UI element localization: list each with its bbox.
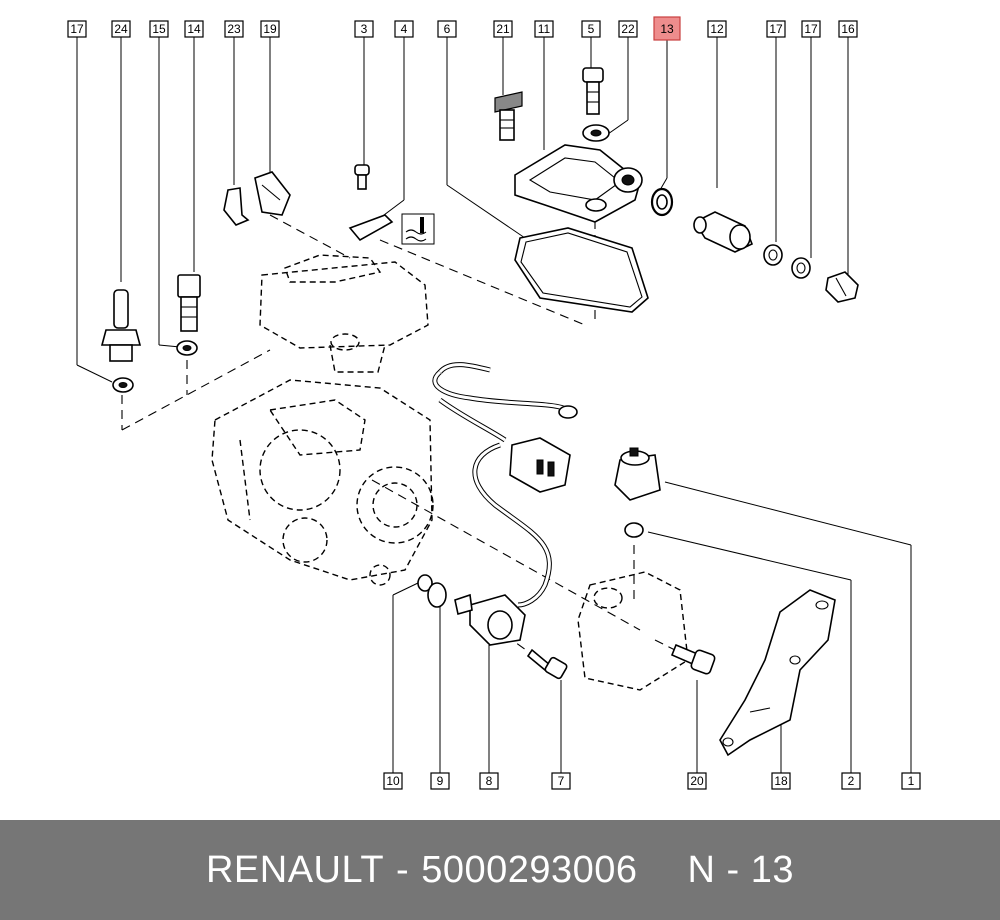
ghost-bracket [577, 571, 689, 691]
gasket [514, 227, 649, 313]
callout-12: 12 [707, 20, 727, 38]
leader-lines [76, 37, 912, 773]
callout-10: 10 [383, 772, 403, 790]
position-sensor [454, 593, 526, 646]
svg-text:17: 17 [70, 22, 84, 36]
svg-text:17: 17 [804, 22, 818, 36]
callout-23: 23 [224, 20, 244, 38]
svg-text:19: 19 [263, 22, 277, 36]
screw [582, 67, 610, 142]
washer [763, 244, 783, 266]
plug [825, 271, 859, 303]
callout-4: 4 [394, 20, 414, 38]
svg-text:14: 14 [187, 22, 201, 36]
svg-text:3: 3 [361, 22, 368, 36]
position-label: N - 13 [687, 848, 795, 891]
svg-text:16: 16 [841, 22, 855, 36]
callout-24: 24 [111, 20, 131, 38]
svg-text:5: 5 [588, 22, 595, 36]
svg-text:15: 15 [152, 22, 166, 36]
callout-19: 19 [260, 20, 280, 38]
svg-text:6: 6 [444, 22, 451, 36]
callout-18: 18 [771, 772, 791, 790]
ghost-manifold [211, 254, 434, 586]
exploded-parts-diagram: 17 24 15 14 23 19 3 4 6 21 11 5 22 13 12… [67, 16, 921, 790]
mounting-bracket [254, 171, 291, 216]
svg-text:7: 7 [558, 774, 565, 788]
svg-text:11: 11 [538, 22, 551, 36]
svg-text:17: 17 [769, 22, 783, 36]
svg-text:22: 22 [621, 22, 635, 36]
sensor-cable [432, 362, 578, 608]
o-ring [417, 574, 433, 592]
callout-15: 15 [149, 20, 169, 38]
svg-text:10: 10 [386, 774, 400, 788]
callout-6: 6 [437, 20, 457, 38]
callout-20: 20 [687, 772, 707, 790]
clip [223, 187, 250, 226]
callout-9: 9 [430, 772, 450, 790]
callouts-bottom: 10 9 8 7 20 18 2 1 [383, 772, 921, 790]
part-number: 5000293006 [421, 848, 638, 891]
callout-1: 1 [901, 772, 921, 790]
callout-14: 14 [184, 20, 204, 38]
callout-17: 17 [67, 20, 87, 38]
bracket-plate [719, 589, 836, 757]
small-bracket [348, 214, 394, 242]
svg-text:18: 18 [774, 774, 788, 788]
svg-text:2: 2 [848, 774, 855, 788]
temperature-symbol-icon [401, 213, 435, 245]
svg-text:4: 4 [401, 22, 408, 36]
adjusting-screw [494, 91, 523, 141]
svg-text:13: 13 [660, 22, 674, 36]
callout-7: 7 [551, 772, 571, 790]
callout-17c: 17 [801, 20, 821, 38]
connector [509, 437, 571, 493]
sensor-housing [514, 144, 643, 223]
svg-text:12: 12 [710, 22, 724, 36]
svg-text:24: 24 [114, 22, 128, 36]
separator: - [396, 848, 410, 891]
svg-text:8: 8 [486, 774, 493, 788]
callout-21: 21 [493, 20, 513, 38]
callout-16: 16 [838, 20, 858, 38]
callouts-top: 17 24 15 14 23 19 3 4 6 21 11 5 22 13 12… [67, 16, 858, 41]
pressure-switch [614, 447, 661, 538]
sealing-washer [650, 187, 674, 217]
callout-17b: 17 [766, 20, 786, 38]
svg-text:9: 9 [437, 774, 444, 788]
screw-bottom [526, 648, 568, 680]
callout-22: 22 [618, 20, 638, 38]
fitting [176, 274, 201, 356]
callout-3: 3 [354, 20, 374, 38]
bolt [670, 643, 716, 675]
temperature-sensor [693, 211, 754, 253]
callout-2: 2 [841, 772, 861, 790]
callout-13-highlighted: 13 [653, 16, 681, 41]
callout-8: 8 [479, 772, 499, 790]
coolant-sensor [100, 289, 142, 393]
callout-11: 11 [534, 20, 554, 38]
part-info-footer: RENAULT - 5000293006 N - 13 [0, 820, 1000, 920]
o-ring [427, 582, 447, 608]
svg-text:20: 20 [690, 774, 704, 788]
washer [791, 257, 811, 279]
brand-name: RENAULT [205, 848, 385, 891]
small-screw [354, 164, 370, 190]
svg-text:1: 1 [908, 774, 915, 788]
svg-text:23: 23 [227, 22, 241, 36]
callout-5: 5 [581, 20, 601, 38]
svg-text:21: 21 [496, 22, 510, 36]
